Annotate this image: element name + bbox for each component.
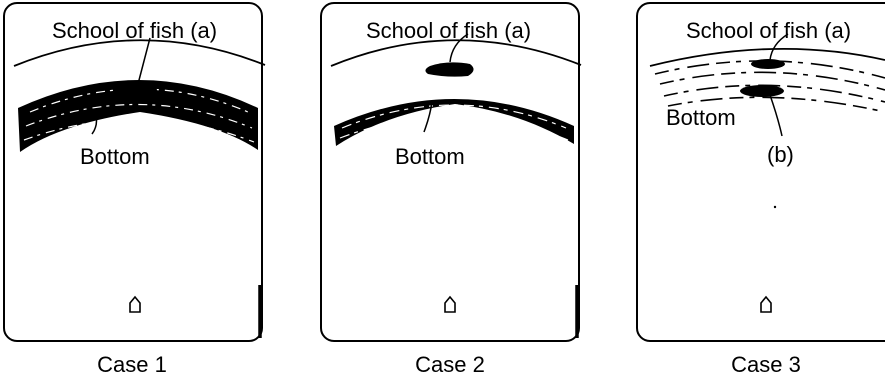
b-label: (b) — [767, 142, 794, 167]
seabed-echo-icon — [18, 80, 258, 152]
leader-line-fish — [769, 33, 789, 61]
fish-label: School of fish (a) — [366, 18, 531, 43]
panel-case-2: School of fish (a) Bottom — [320, 2, 582, 342]
leader-line-bottom — [91, 115, 98, 135]
bottom-label: Bottom — [80, 144, 150, 169]
seabed-echo-texture — [23, 88, 255, 143]
second-echo-icon — [740, 85, 784, 97]
fish-school-echo-icon — [113, 82, 157, 98]
own-ship-marker-icon — [129, 295, 141, 313]
leader-line-fish — [137, 37, 151, 85]
panel-case-3: School of fish (a) Bottom (b) — [636, 2, 885, 342]
display-frame — [320, 2, 580, 342]
seabed-echo-icon — [334, 99, 574, 146]
case-caption: Case 2 — [415, 352, 485, 377]
fish-school-echo-icon — [425, 62, 474, 77]
bottom-label: Bottom — [395, 144, 465, 169]
seabed-echo-texture — [339, 104, 569, 141]
case-caption: Case 3 — [731, 352, 801, 377]
display-frame — [636, 2, 885, 342]
leader-line-bottom — [423, 101, 433, 133]
own-ship-marker-icon — [760, 295, 772, 313]
own-ship-marker-icon — [444, 295, 456, 313]
range-ring-arc — [13, 39, 266, 67]
range-ring-arc — [649, 47, 885, 67]
leader-line-fish — [449, 33, 469, 63]
case-caption: Case 1 — [97, 352, 167, 377]
fish-label: School of fish (a) — [686, 18, 851, 43]
fish-school-echo-icon — [751, 59, 785, 69]
range-ring-arc — [330, 39, 582, 67]
panel-case-1: School of fish (a) Bottom — [3, 2, 266, 342]
display-frame — [3, 2, 263, 342]
stray-dot — [773, 205, 777, 209]
fish-label: School of fish (a) — [52, 18, 217, 43]
bottom-label: Bottom — [666, 105, 736, 130]
leader-line-b — [769, 94, 783, 137]
